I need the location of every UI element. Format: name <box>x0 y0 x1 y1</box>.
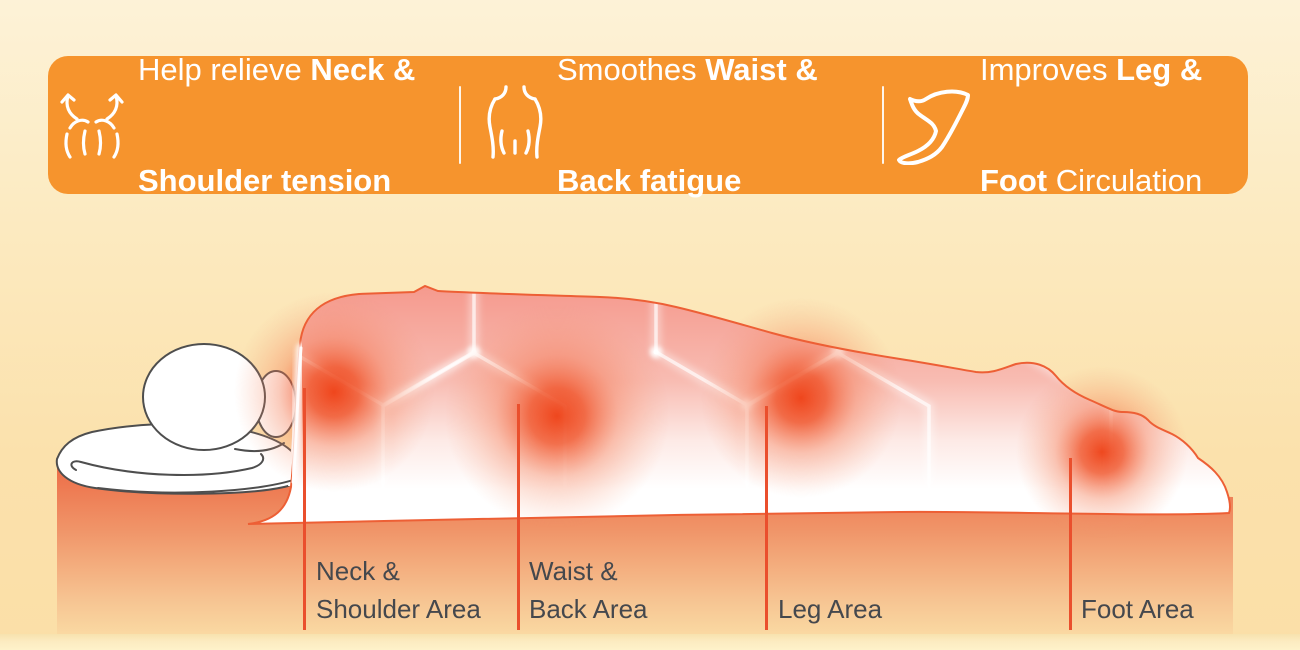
benefit-leg-foot: Improves Leg & Foot Circulation <box>884 52 1248 198</box>
blanket-edge-highlight <box>288 343 306 487</box>
area-label-neck-shoulder: Neck & Shoulder Area <box>316 552 481 628</box>
heat-spot-foot <box>1016 366 1188 538</box>
benefit-neck-shoulder: Help relieve Neck & Shoulder tension <box>48 52 459 198</box>
area-label-line: Foot Area <box>1081 594 1194 624</box>
area-label-line: Shoulder Area <box>316 594 481 624</box>
benefit-text-normal: Smoothes <box>557 52 706 87</box>
leg-foot-icon <box>897 89 970 165</box>
bottom-strip <box>0 634 1300 650</box>
area-label-foot: Foot Area <box>1081 590 1194 628</box>
benefit-text-normal: Improves <box>980 52 1117 87</box>
benefit-text-bold: Back fatigue <box>557 163 742 198</box>
benefit-text-normal: Help relieve <box>138 52 311 87</box>
area-label-line: Waist & <box>529 556 618 586</box>
marker-line-waist-back <box>517 404 520 630</box>
benefit-text: Improves Leg & Foot Circulation <box>980 0 1202 273</box>
marker-line-foot <box>1069 458 1072 630</box>
banner-divider <box>882 86 884 164</box>
neck-shoulder-icon <box>60 93 124 159</box>
benefit-text: Smoothes Waist & Back fatigue <box>557 0 818 273</box>
marker-line-leg <box>765 406 768 630</box>
heat-spots <box>234 292 1188 538</box>
benefit-text-normal: Circulation <box>1047 163 1203 198</box>
area-label-line: Leg Area <box>778 594 883 624</box>
heat-spot-neck-shoulder <box>234 292 434 492</box>
area-label-line: Back Area <box>529 594 648 624</box>
area-label-waist-back: Waist & Back Area <box>529 552 648 628</box>
benefit-text: Help relieve Neck & Shoulder tension <box>138 0 415 273</box>
waist-back-icon <box>487 85 543 159</box>
marker-line-neck-shoulder <box>303 388 306 630</box>
benefit-text-bold: Shoulder tension <box>138 163 392 198</box>
area-label-line: Neck & <box>316 556 400 586</box>
heat-spot-leg <box>701 298 901 498</box>
benefit-text-bold: Foot <box>980 163 1048 198</box>
benefit-text-bold: Waist & <box>705 52 818 87</box>
benefit-text-bold: Neck & <box>310 52 416 87</box>
benefit-text-bold: Leg & <box>1116 52 1203 87</box>
benefits-banner: Help relieve Neck & Shoulder tension Smo… <box>48 52 1248 198</box>
area-label-leg: Leg Area <box>778 590 882 628</box>
heat-spot-waist-back <box>445 304 669 528</box>
benefit-waist-back: Smoothes Waist & Back fatigue <box>461 52 882 198</box>
banner-divider <box>459 86 461 164</box>
